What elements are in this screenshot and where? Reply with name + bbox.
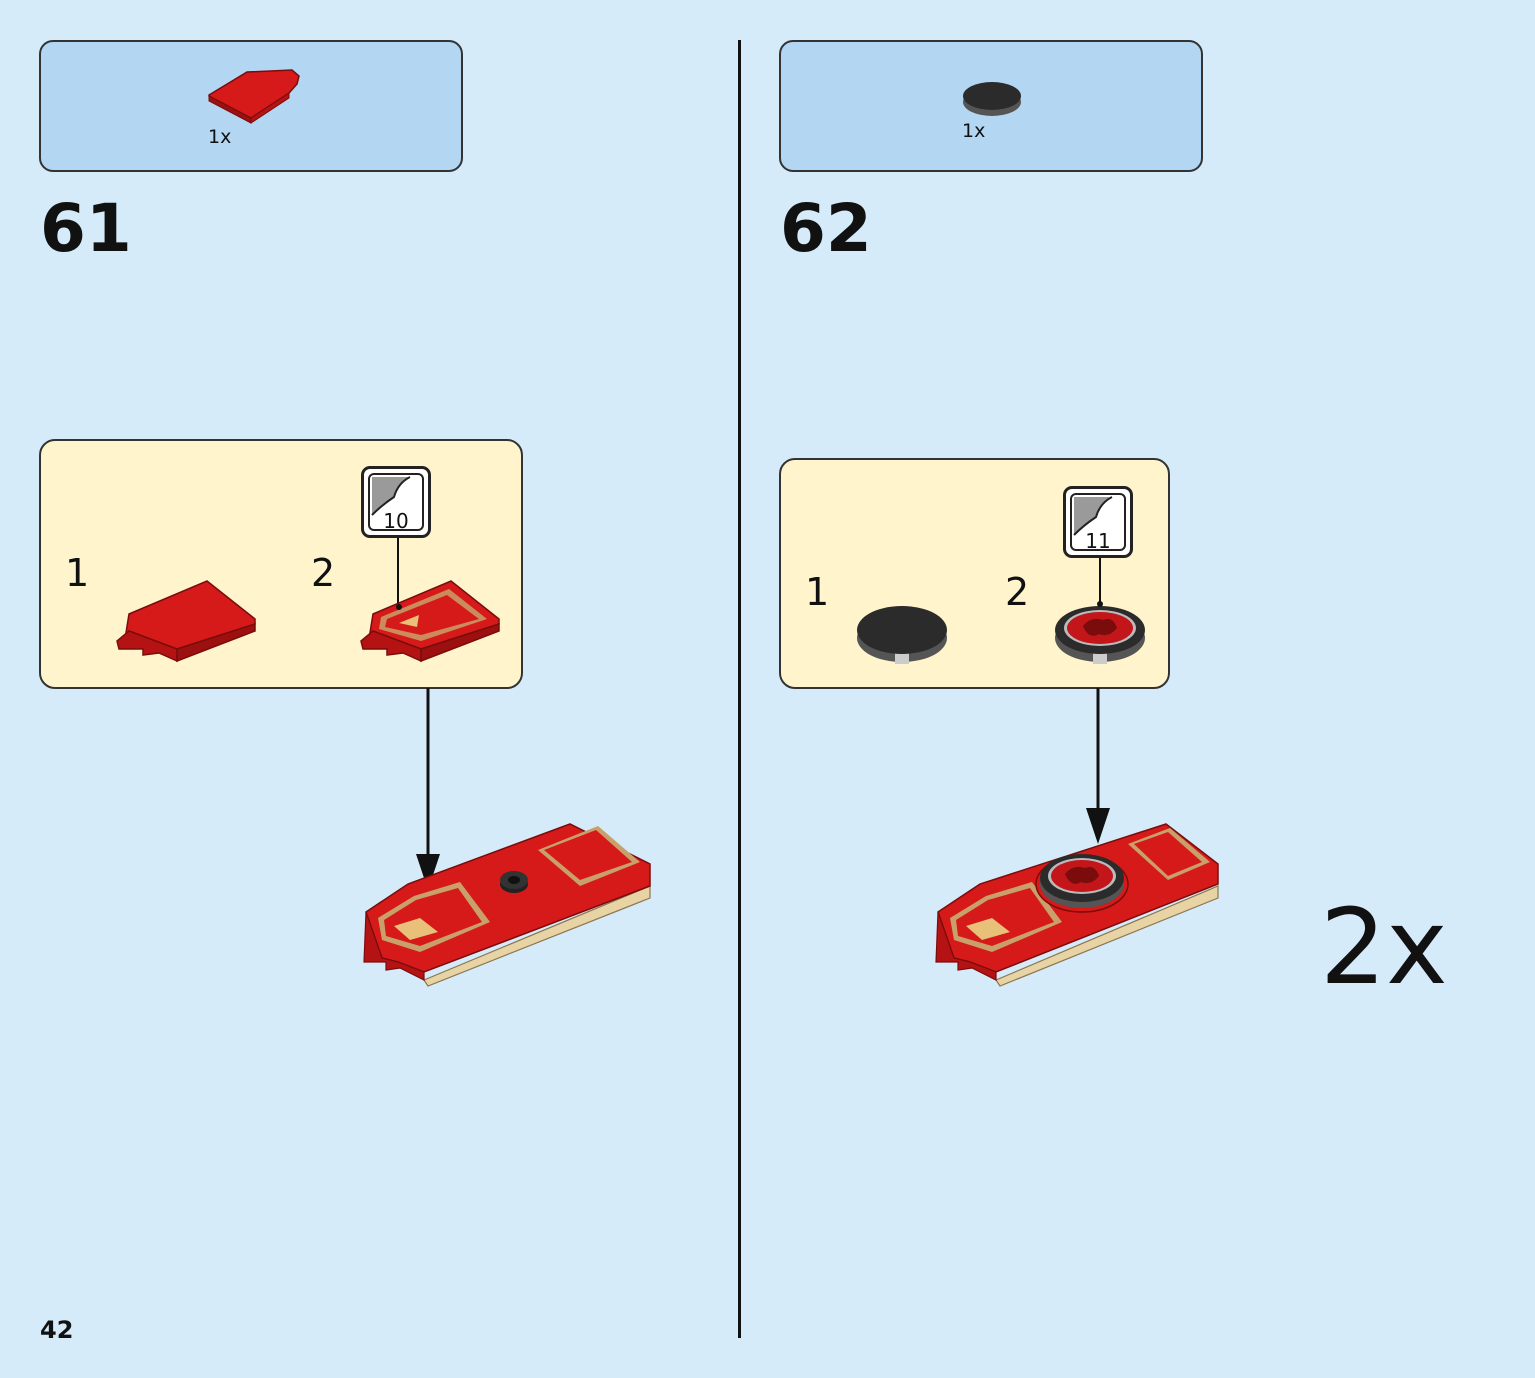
red-plate-assembly-step-62 (935, 823, 1219, 987)
sticker-callout-10: 10 (361, 466, 431, 538)
parts-quantity: 1x (208, 126, 232, 148)
sub-step-2-label: 2 (1005, 570, 1030, 614)
assembly-arrow (416, 688, 440, 890)
sticker-number: 10 (383, 509, 409, 533)
sticker-number: 11 (1085, 529, 1111, 553)
build-quantity-multiplier: 2x (1320, 886, 1448, 1008)
round-tile-with-sticker (1055, 601, 1145, 664)
callout-line (397, 538, 399, 608)
sub-step-2-label: 2 (311, 551, 336, 595)
step-number: 62 (780, 190, 872, 267)
parts-list-box-step-62: 1x (779, 40, 1203, 172)
sticker-peel-icon (371, 476, 411, 516)
red-wedge-tile-with-sticker (360, 580, 500, 663)
sticker-callout-11: 11 (1063, 486, 1133, 558)
red-plate-assembly-step-61 (363, 823, 651, 987)
sub-assembly-box-step-61: 1 2 10 (39, 439, 523, 689)
assembly-arrow (1086, 688, 1110, 844)
red-wedge-tile-icon (208, 69, 300, 124)
page-divider (738, 40, 741, 1338)
sub-step-1-label: 1 (65, 551, 90, 595)
step-number: 61 (40, 190, 132, 267)
parts-quantity: 1x (962, 120, 986, 142)
sub-assembly-box-step-62: 1 2 11 (779, 458, 1170, 689)
page-number: 42 (40, 1316, 74, 1344)
red-wedge-tile-part (116, 580, 256, 663)
parts-list-box-step-61: 1x (39, 40, 463, 172)
sticker-peel-icon (1073, 496, 1113, 536)
callout-line (1099, 558, 1101, 604)
round-tile-dark-icon (963, 82, 1021, 116)
sub-step-1-label: 1 (805, 570, 830, 614)
round-tile-dark-part (857, 606, 947, 664)
